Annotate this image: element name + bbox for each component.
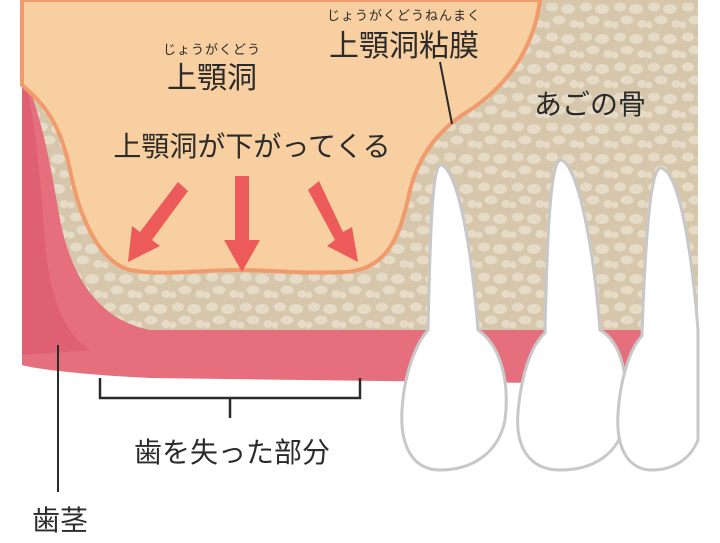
down-arrow-icon [224, 176, 260, 272]
maxillary-sinus [20, 0, 543, 275]
membrane-leader-line [439, 61, 453, 125]
membrane-label: 上顎洞粘膜 [329, 29, 479, 64]
down-arrow-icon [308, 181, 358, 262]
missing-area-bracket [98, 378, 362, 418]
membrane-ruby: じょうがくどうねんまく [327, 9, 481, 24]
sinus-drop-label: 上顎洞が下がってくる [113, 130, 390, 163]
tooth-middle [516, 158, 628, 472]
tooth-left [400, 163, 508, 472]
tooth-right [616, 166, 700, 472]
gum-shade [22, 70, 90, 355]
down-arrow-icon [128, 182, 188, 262]
missing-area-label: 歯を失った部分 [134, 436, 330, 469]
gum-label: 歯茎 [32, 504, 88, 537]
bone-label: あごの骨 [534, 88, 646, 121]
sinus-ruby: じょうがくどう [163, 43, 261, 58]
sinus-label: 上顎洞 [167, 61, 257, 96]
